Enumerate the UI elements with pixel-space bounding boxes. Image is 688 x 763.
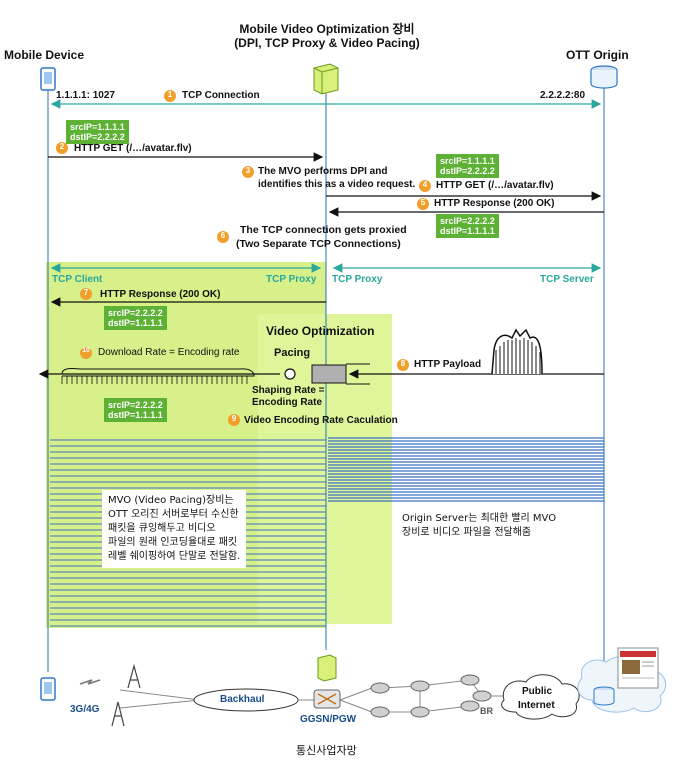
tcp-proxy-right-label: TCP Proxy <box>332 274 383 285</box>
tcp-client-label: TCP Client <box>52 274 103 285</box>
wireless-link-icon <box>79 679 101 685</box>
client-address: 1.1.1.1: 1027 <box>56 90 115 101</box>
step10-label: Download Rate = Encoding rate <box>98 347 240 358</box>
step-number: 3 <box>245 166 251 175</box>
gateway-label: GGSN/PGW <box>300 714 357 725</box>
mobile-phone-icon <box>40 67 56 91</box>
mvo-title-line2: (DPI, TCP Proxy & Video Pacing) <box>234 36 420 50</box>
download-wave <box>61 368 255 377</box>
cell-tower-icon <box>111 663 141 727</box>
shaper-circle <box>284 368 296 380</box>
queue-box <box>311 364 347 384</box>
step-number: 6 <box>220 231 226 240</box>
mvo-title-line1: Mobile Video Optimization 장비 <box>239 22 415 36</box>
step6-line2: (Two Separate TCP Connections) <box>236 238 401 250</box>
step-number: 2 <box>59 142 65 151</box>
mobile-device-title: Mobile Device <box>4 48 85 62</box>
access-label: 3G/4G <box>70 704 100 715</box>
step-badges <box>56 90 431 426</box>
step-number: 10 <box>82 347 90 354</box>
internet-label-line1: Public <box>522 686 553 697</box>
mvo-appliance-icon <box>313 63 339 95</box>
step7-label: HTTP Response (200 OK) <box>100 289 221 300</box>
step3-line2: identifies this as a video request. <box>258 179 416 190</box>
shaping-rate-line1: Shaping Rate = <box>252 385 325 396</box>
internet-label-line2: Internet <box>518 700 555 711</box>
step4-label: HTTP GET (/…/avatar.flv) <box>436 180 554 191</box>
backhaul-label: Backhaul <box>220 694 265 705</box>
step9-label: Video Encoding Rate Caculation <box>244 415 398 426</box>
step5-label: HTTP Response (200 OK) <box>434 198 555 209</box>
payload-burst-ticks <box>495 338 541 374</box>
network-caption: 통신사업자망 <box>296 744 357 757</box>
pacing-label: Pacing <box>274 347 311 359</box>
step-number: 5 <box>420 198 426 207</box>
router-label: BR <box>480 706 493 716</box>
step6-line1: The TCP connection gets proxied <box>240 224 407 236</box>
origin-note: Origin Server는 최대한 빨리 MVO 장비로 비디오 파일을 전달… <box>402 513 557 538</box>
step3-line1: The MVO performs DPI and <box>258 166 388 177</box>
step-number: 4 <box>422 180 428 189</box>
tcp-server-label: TCP Server <box>540 274 594 285</box>
download-ticks <box>61 376 248 384</box>
step1-label: TCP Connection <box>182 90 260 101</box>
step-number: 1 <box>167 90 173 99</box>
shaping-rate-line2: Encoding Rate <box>252 397 323 408</box>
step-number: 8 <box>400 359 406 368</box>
step2-label: HTTP GET (/…/avatar.flv) <box>74 143 192 154</box>
server-address: 2.2.2.2:80 <box>540 90 586 101</box>
network-topology <box>119 674 580 720</box>
video-optimization-title: Video Optimization <box>266 324 375 338</box>
pacing-note: MVO (Video Pacing)장비는 OTT 오리진 서버로부터 수신한 … <box>102 490 247 568</box>
ott-origin-title: OTT Origin <box>566 48 629 62</box>
tcp-proxy-left-label: TCP Proxy <box>266 274 317 285</box>
step8-label: HTTP Payload <box>414 359 482 370</box>
step-number: 9 <box>231 414 237 423</box>
internet-cloud <box>501 674 580 720</box>
origin-burst-lines <box>328 437 604 502</box>
mvo-appliance-bottom-icon <box>317 654 337 682</box>
origin-server-bottom-icon <box>577 647 667 713</box>
step-number: 7 <box>83 288 89 297</box>
mobile-phone-bottom-icon <box>40 677 56 701</box>
ott-server-icon <box>590 65 618 89</box>
